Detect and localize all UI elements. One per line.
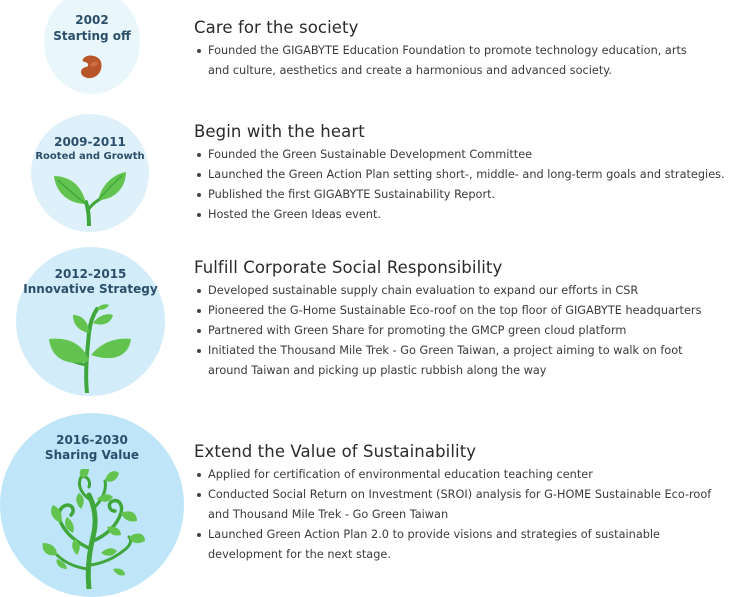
sprout-icon [54, 172, 126, 226]
tree-icon [42, 469, 145, 589]
list-item: Published the first GIGABYTE Sustainabil… [194, 185, 735, 205]
list-item: Founded the GIGABYTE Education Foundatio… [194, 41, 735, 81]
stage-title: Extend the Value of Sustainability [194, 442, 477, 461]
list-item: Hosted the Green Ideas event. [194, 205, 735, 225]
stage-badge: 2016-2030 Sharing Value [0, 413, 184, 597]
young-plant-icon [48, 304, 131, 393]
list-item: Initiated the Thousand Mile Trek - Go Gr… [194, 341, 735, 381]
stage-year: 2009-2011 [54, 135, 126, 149]
stage-subtitle: Innovative Strategy [23, 282, 158, 296]
list-item: Partnered with Green Share for promoting… [194, 321, 735, 341]
seed-icon [81, 55, 102, 79]
list-item: Conducted Social Return on Investment (S… [194, 485, 735, 525]
list-item: Applied for certification of environment… [194, 465, 735, 485]
stage-badge: 2002 Starting off [44, 0, 140, 94]
stage-subtitle: Sharing Value [44, 448, 140, 462]
stage-title: Fulfill Corporate Social Responsibility [194, 258, 503, 277]
stage-year: 2012-2015 [54, 267, 127, 281]
stage-badge: 2009-2011 Rooted and Growth [31, 114, 149, 232]
stage-subtitle: Rooted and Growth [35, 151, 145, 162]
stage-title: Begin with the heart [194, 122, 365, 141]
stage-badge: 2012-2015 Innovative Strategy [16, 247, 165, 396]
stage-year: 2002 [75, 13, 109, 27]
list-item: Founded the Green Sustainable Developmen… [194, 145, 735, 165]
stage-bullets: Founded the GIGABYTE Education Foundatio… [194, 41, 735, 81]
list-item: Pioneered the G-Home Sustainable Eco-roo… [194, 301, 735, 321]
list-item: Launched Green Action Plan 2.0 to provid… [194, 525, 735, 565]
stage-subtitle: Starting off [53, 29, 131, 43]
stage-bullets: Developed sustainable supply chain evalu… [194, 281, 735, 381]
stage-year: 2016-2030 [56, 433, 128, 447]
list-item: Launched the Green Action Plan setting s… [194, 165, 735, 185]
stage-bullets: Founded the Green Sustainable Developmen… [194, 145, 735, 225]
list-item: Developed sustainable supply chain evalu… [194, 281, 735, 301]
stage-bullets: Applied for certification of environment… [194, 465, 735, 565]
stage-title: Care for the society [194, 18, 359, 37]
